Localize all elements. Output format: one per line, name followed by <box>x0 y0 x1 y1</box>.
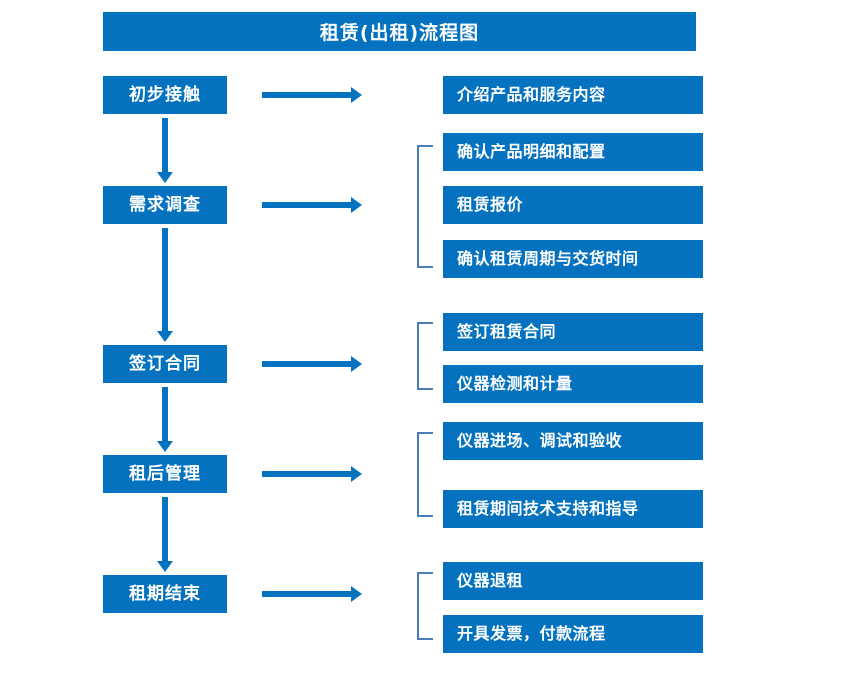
group-bracket-post-rental <box>417 432 433 517</box>
vertical-arrow-3-to-4 <box>157 387 173 452</box>
group-bracket-sign-contract <box>417 322 433 390</box>
horizontal-arrow-stage-2 <box>262 197 362 213</box>
detail-box-instrument-inspection[interactable]: 仪器检测和计量 <box>443 365 703 403</box>
stage-box-needs-survey[interactable]: 需求调查 <box>103 186 227 224</box>
stage-box-initial-contact[interactable]: 初步接触 <box>103 76 227 114</box>
horizontal-arrow-stage-1 <box>262 87 362 103</box>
detail-box-confirm-product-spec[interactable]: 确认产品明细和配置 <box>443 133 703 171</box>
horizontal-arrow-stage-3 <box>262 356 362 372</box>
horizontal-arrow-stage-4 <box>262 466 362 482</box>
detail-box-invoice-payment[interactable]: 开具发票，付款流程 <box>443 615 703 653</box>
vertical-arrow-1-to-2 <box>157 118 173 183</box>
vertical-arrow-2-to-3 <box>157 228 173 342</box>
detail-box-instrument-return[interactable]: 仪器退租 <box>443 562 703 600</box>
detail-box-confirm-rental-period[interactable]: 确认租赁周期与交货时间 <box>443 240 703 278</box>
group-bracket-rental-end <box>417 572 433 640</box>
detail-box-rental-quotation[interactable]: 租赁报价 <box>443 186 703 224</box>
group-bracket-needs-survey <box>417 145 433 268</box>
stage-box-rental-end[interactable]: 租期结束 <box>103 575 227 613</box>
stage-box-post-rental-management[interactable]: 租后管理 <box>103 455 227 493</box>
detail-box-technical-support[interactable]: 租赁期间技术支持和指导 <box>443 490 703 528</box>
vertical-arrow-4-to-5 <box>157 497 173 572</box>
detail-box-introduce-products[interactable]: 介绍产品和服务内容 <box>443 76 703 114</box>
detail-box-sign-rental-contract[interactable]: 签订租赁合同 <box>443 313 703 351</box>
stage-box-sign-contract[interactable]: 签订合同 <box>103 345 227 383</box>
detail-box-instrument-delivery[interactable]: 仪器进场、调试和验收 <box>443 422 703 460</box>
diagram-title: 租赁(出租)流程图 <box>103 12 696 51</box>
horizontal-arrow-stage-5 <box>262 586 362 602</box>
